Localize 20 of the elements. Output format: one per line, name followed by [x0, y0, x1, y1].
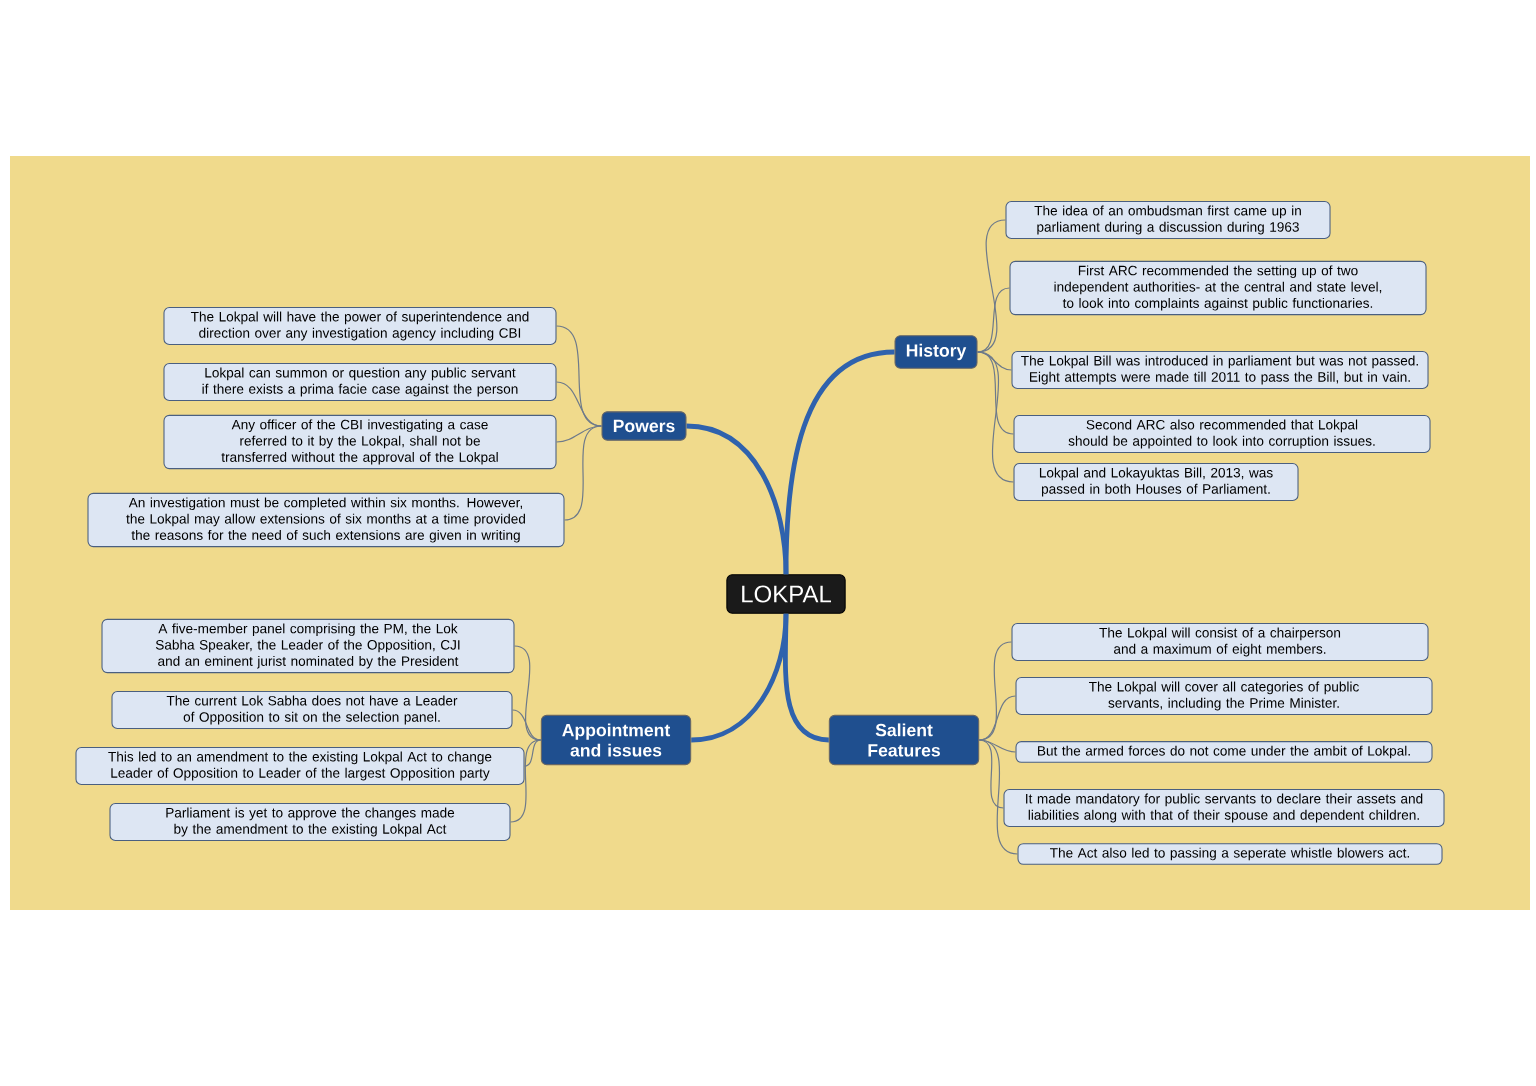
connector-line	[513, 645, 542, 741]
branch-topic-box: History	[894, 335, 978, 369]
connector-line	[563, 425, 603, 521]
connector-line	[976, 351, 1015, 483]
connector-line	[978, 695, 1017, 741]
central-topic-box: LOKPAL	[726, 574, 846, 614]
connector-line	[782, 613, 830, 743]
connector-line	[978, 739, 1005, 809]
branch-topic-box: Powers	[601, 411, 687, 441]
connector-line	[976, 287, 1011, 353]
connector-line	[511, 709, 542, 741]
connector-line	[523, 739, 542, 767]
connector-line	[783, 349, 895, 575]
branch-topic-box: Appointment and issues	[540, 714, 692, 766]
branch-topic-box: Salient Features	[828, 714, 980, 766]
connector-line	[509, 739, 542, 823]
connector-line	[978, 739, 1019, 855]
connector-line	[686, 423, 789, 575]
connector-line	[555, 381, 603, 427]
connector-line	[691, 613, 789, 743]
